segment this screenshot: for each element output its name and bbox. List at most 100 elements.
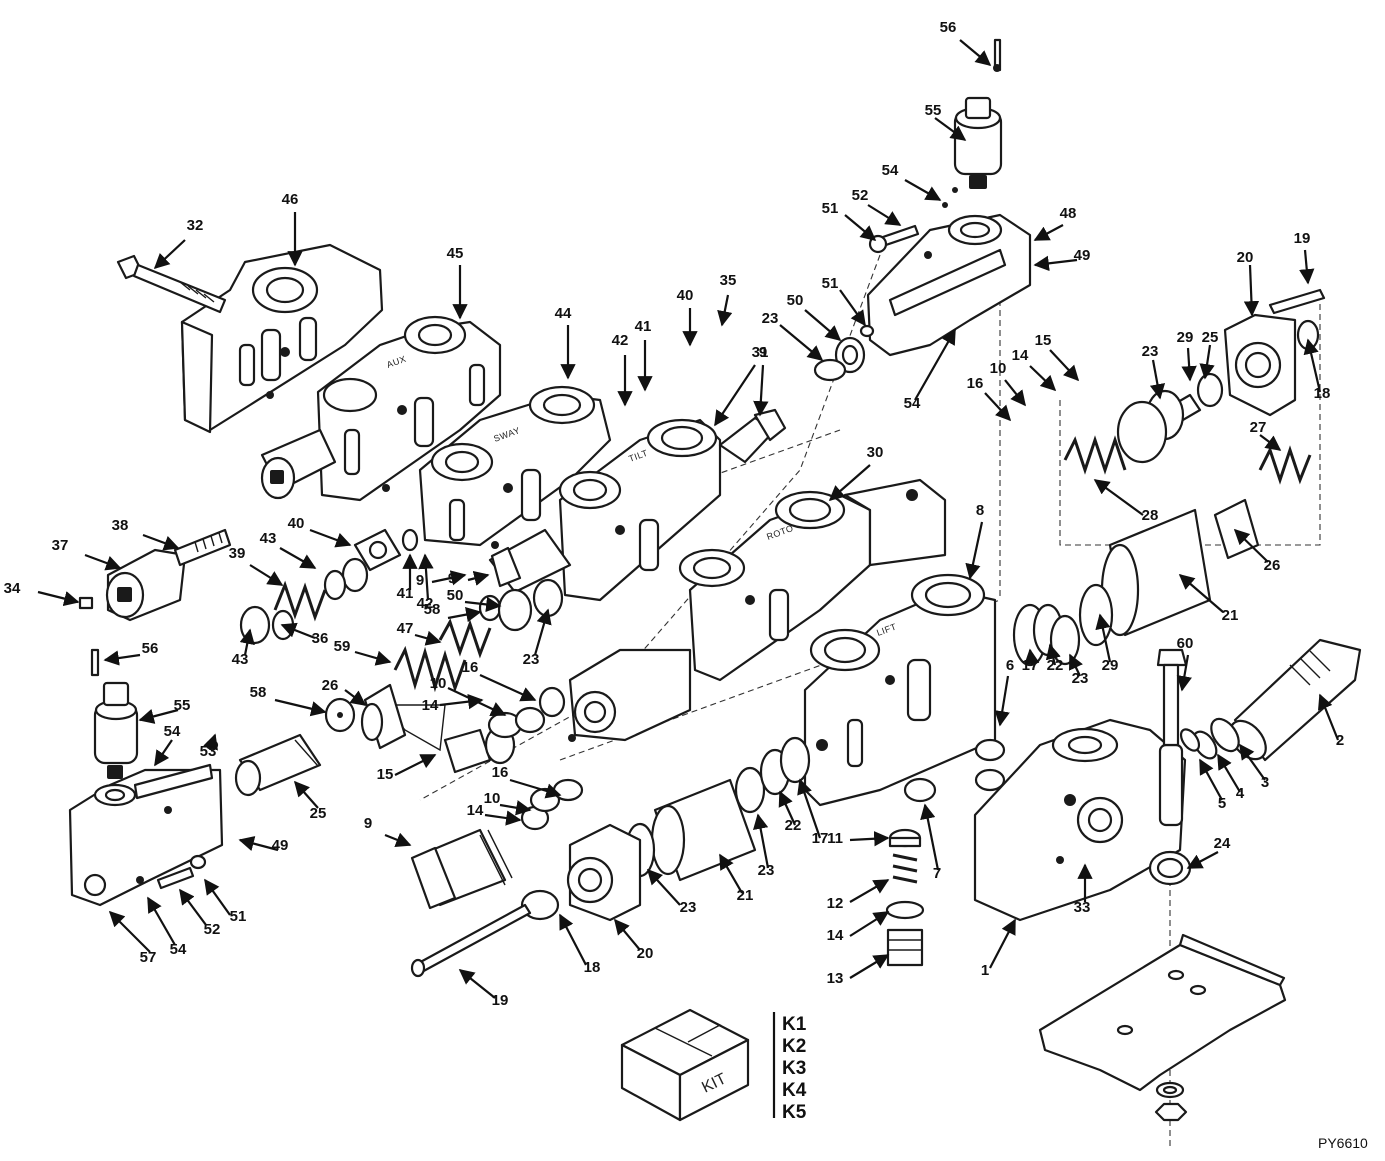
callout-number: 49 [272,837,289,854]
callout-leader [844,214,877,241]
callout: 23 [523,608,552,668]
callout-leader [464,596,502,613]
callout-leader [1149,359,1166,400]
callout: 7 [920,803,941,882]
callout-leader [354,650,392,666]
outlet-plug [1148,850,1192,886]
callout-number: 16 [492,764,509,781]
callout: 40 [288,515,352,548]
kit-box-illustration: KIT [620,1008,776,1122]
callout-leader [533,608,552,656]
callout: 48 [1033,205,1076,241]
callout-number: 23 [758,862,775,879]
callout-leader [867,204,902,226]
callout-number: 25 [310,805,327,822]
callout-number: 6 [1006,657,1014,674]
callout-leader [989,918,1016,969]
callout: 46 [282,191,303,267]
callout: 43 [232,628,255,668]
power-beyond-orings [1179,717,1240,760]
center-spool-sleeve [624,736,811,882]
right-spool-sleeves [1078,498,1260,647]
callout-number: 29 [1177,329,1194,346]
callout-leader [839,289,866,327]
callout: 51 [822,200,877,241]
callout: 10 [430,675,507,717]
callout-leader [920,803,940,871]
callout: 55 [925,102,967,141]
callout: 22 [1045,643,1063,674]
callout-number: 9 [448,570,456,587]
callout-leader [238,836,279,852]
callout: 49 [238,836,289,854]
callout-number: 14 [827,927,844,944]
callout: 29 [1095,613,1118,674]
power-beyond-sleeve [1229,638,1362,762]
tie-bolt [116,254,227,314]
callout-number: 16 [462,659,479,676]
callout: 40 [677,287,698,347]
callout-leader [1069,653,1083,677]
callout-number: 9 [759,344,767,361]
left-detent-assembly [78,528,232,622]
callout: 19 [458,969,508,1009]
left-manifold-spool [234,733,322,797]
callout-number: 60 [1177,635,1194,652]
callout: 55 [138,697,190,724]
callout: 33 [1074,863,1093,916]
callout-leader [394,754,437,776]
callout: 53 [200,733,218,760]
callout-number: 54 [904,395,921,412]
lower-relief-valve [410,725,516,910]
callout-number: 9 [364,815,372,832]
callout-leader [559,913,587,966]
callout-number: 54 [164,723,181,740]
callout-number: 2 [1336,732,1344,749]
callout-leader [849,911,890,937]
callout: 11 [827,830,890,847]
callout-number: 51 [822,275,839,292]
callout-number: 19 [1294,230,1311,247]
callout: 9 [753,344,769,417]
callout: 52 [852,187,902,226]
callout: 50 [787,292,842,342]
callout-number: 23 [1142,343,1159,360]
callout-number: 56 [940,19,957,36]
callout-leader [719,853,743,894]
callout-leader [1259,434,1282,451]
callout-number: 51 [230,908,247,925]
callout: 60 [1177,635,1194,692]
callout-number: 10 [430,675,447,692]
callout-number: 11 [827,830,843,847]
callout-number: 23 [523,651,540,668]
callout: 4 [1217,753,1245,802]
callout-leader [274,698,327,717]
callout: 54 [882,162,942,201]
callout: 47 [397,620,442,646]
callout-leader [934,117,967,141]
callout-leader [1199,758,1223,801]
tilt-section: TILT [558,418,722,602]
callout: 23 [1142,343,1166,400]
callout-number: 14 [422,697,439,714]
callout-leader [509,778,562,799]
callout-leader [447,687,507,717]
callout-leader [479,673,537,702]
callout-number: 15 [377,766,394,783]
callout-number: 16 [967,375,984,392]
callout-number: 1 [981,962,989,979]
callout-number: 53 [200,743,217,760]
left-spool-cap [520,823,642,922]
callout-leader [849,954,890,979]
callout-number: 31 [752,344,769,361]
callout: 6 [994,657,1014,727]
callout: 26 [1233,528,1280,574]
callout-number: 41 [635,318,652,335]
upper-solenoid-coil [953,38,1003,189]
callout-number: 34 [4,580,21,597]
callout-leader [753,364,769,417]
callout-leader [418,553,434,601]
roto-section: ROTO [678,478,947,682]
callout-number: 30 [867,444,884,461]
